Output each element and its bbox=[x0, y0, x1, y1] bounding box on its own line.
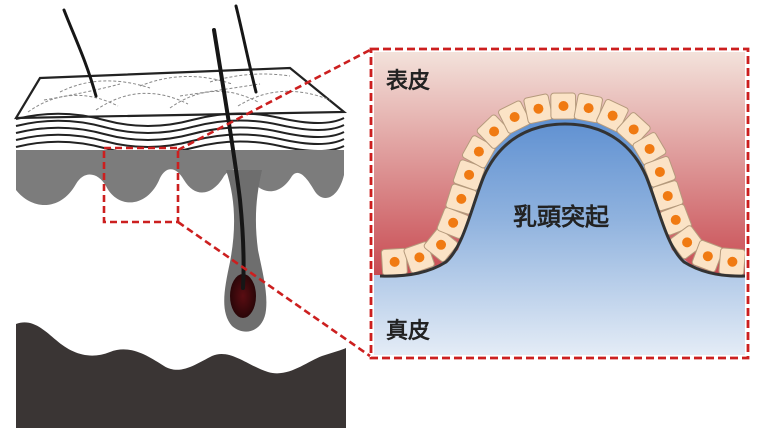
cell-nucleus bbox=[702, 251, 713, 262]
cell-nucleus bbox=[509, 111, 520, 122]
zoom-connector-bottom bbox=[177, 220, 371, 358]
skin-surface-top bbox=[14, 66, 348, 120]
cell-nucleus bbox=[464, 169, 475, 180]
hair-strand-icon bbox=[62, 8, 98, 98]
dermis-label: 真皮 bbox=[386, 318, 430, 344]
cell-nucleus bbox=[533, 103, 544, 114]
cell-nucleus bbox=[654, 166, 665, 177]
epidermis-label: 表皮 bbox=[386, 68, 430, 94]
surface-scale-pattern bbox=[27, 73, 331, 113]
cell-nucleus bbox=[727, 256, 738, 267]
subcutaneous-tissue bbox=[16, 322, 346, 428]
cell-nucleus bbox=[607, 110, 618, 121]
zoom-source-box bbox=[102, 146, 180, 224]
cell-nucleus bbox=[389, 256, 400, 267]
epidermis-layer bbox=[16, 150, 344, 206]
cell-nucleus bbox=[628, 124, 639, 135]
zoom-inset bbox=[374, 52, 745, 355]
cell-nucleus bbox=[558, 101, 569, 112]
cell-nucleus bbox=[583, 103, 594, 114]
stratum-lines bbox=[15, 112, 345, 155]
basement-membrane bbox=[379, 122, 745, 278]
zoom-connector-top bbox=[177, 48, 371, 152]
cell-nucleus bbox=[644, 143, 655, 154]
cell-nucleus bbox=[436, 239, 447, 250]
skin-block bbox=[14, 4, 348, 428]
cell-nucleus bbox=[414, 252, 425, 263]
cell-nucleus bbox=[682, 237, 693, 248]
hair-bulb-icon bbox=[230, 274, 256, 318]
hair-strand-icon bbox=[234, 4, 258, 94]
cell-nucleus bbox=[456, 193, 467, 204]
hair-strand-icon bbox=[212, 28, 246, 290]
cell-nucleus bbox=[473, 146, 484, 157]
papilla-label: 乳頭突起 bbox=[513, 203, 610, 231]
cell-nucleus bbox=[670, 214, 681, 225]
cell-nucleus bbox=[489, 126, 500, 137]
zoom-inset-border bbox=[369, 47, 750, 360]
cell-nucleus bbox=[448, 217, 459, 228]
cell-row bbox=[380, 92, 745, 276]
cell-nucleus bbox=[662, 190, 673, 201]
